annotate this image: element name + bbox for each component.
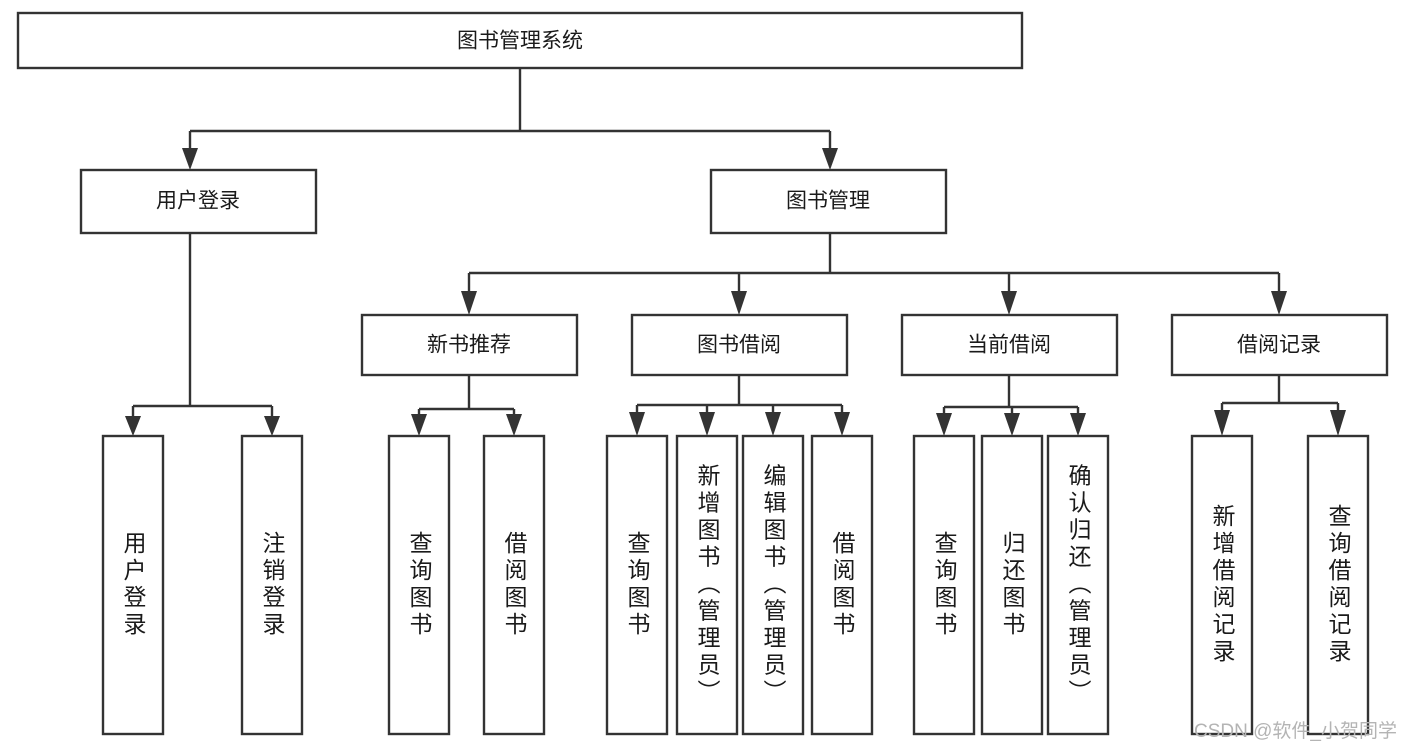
node-leaf-confirm-return-label: 确认归还（管理员） <box>1065 464 1092 707</box>
arrow-head-leaf-borrow-book-1 <box>506 414 522 436</box>
arrow-head-leaf-query-book-3 <box>936 413 952 436</box>
node-leaf-query-record-label: 查询借阅记录 <box>1325 504 1352 666</box>
edge-group-current-borrow <box>936 375 1086 436</box>
node-leaf-user-login[interactable]: 用户登录 <box>101 434 165 736</box>
arrow-head-book-borrow <box>731 291 747 315</box>
node-root[interactable]: 图书管理系统 <box>16 11 1024 70</box>
arrow-head-leaf-return-book <box>1004 413 1020 436</box>
node-leaf-add-book-box[interactable] <box>675 434 739 736</box>
node-leaf-user-login-label: 用户登录 <box>120 531 147 639</box>
arrow-head-new-book-recommend <box>461 291 477 315</box>
node-leaf-borrow-book-1[interactable]: 借阅图书 <box>482 434 546 736</box>
node-user-login-label: 用户登录 <box>156 190 240 213</box>
node-leaf-add-book-label: 新增图书（管理员） <box>694 464 721 707</box>
edge-group-new-book-recommend <box>411 375 522 436</box>
node-leaf-borrow-book-1-label: 借阅图书 <box>501 531 528 639</box>
node-leaf-query-book-1-label: 查询图书 <box>406 531 433 639</box>
arrow-head-leaf-query-record <box>1330 410 1346 436</box>
node-new-book-recommend-label: 新书推荐 <box>427 334 511 357</box>
edge-group-borrow-record <box>1214 375 1346 436</box>
edge-group-book-management <box>461 233 1287 315</box>
node-leaf-confirm-return-box[interactable] <box>1046 434 1110 736</box>
node-leaf-user-login-box[interactable] <box>101 434 165 736</box>
arrow-head-leaf-user-login <box>125 416 141 436</box>
node-leaf-edit-book-label: 编辑图书（管理员） <box>760 464 787 707</box>
node-book-borrow[interactable]: 图书借阅 <box>630 313 849 377</box>
node-book-borrow-box[interactable] <box>630 313 849 377</box>
arrow-head-borrow-record <box>1271 291 1287 315</box>
edge-group-root <box>182 68 838 170</box>
node-root-label: 图书管理系统 <box>457 30 583 53</box>
node-leaf-query-book-1-box[interactable] <box>387 434 451 736</box>
node-leaf-edit-book-box[interactable] <box>741 434 805 736</box>
node-book-management-box[interactable] <box>709 168 948 235</box>
arrow-head-leaf-logout <box>264 416 280 436</box>
node-leaf-return-book[interactable]: 归还图书 <box>980 434 1044 736</box>
node-new-book-recommend[interactable]: 新书推荐 <box>360 313 579 377</box>
node-borrow-record-box[interactable] <box>1170 313 1389 377</box>
node-user-login-box[interactable] <box>79 168 318 235</box>
node-leaf-add-record-box[interactable] <box>1190 434 1254 736</box>
node-book-management-label: 图书管理 <box>786 190 870 213</box>
node-leaf-query-book-2-label: 查询图书 <box>624 531 651 639</box>
node-leaf-add-book[interactable]: 新增图书（管理员） <box>675 434 739 736</box>
node-book-management[interactable]: 图书管理 <box>709 168 948 235</box>
node-leaf-add-record[interactable]: 新增借阅记录 <box>1190 434 1254 736</box>
arrow-head-user-login <box>182 148 198 170</box>
node-leaf-query-record-box[interactable] <box>1306 434 1370 736</box>
node-leaf-query-book-3-label: 查询图书 <box>931 531 958 639</box>
arrow-head-leaf-add-record <box>1214 410 1230 436</box>
node-current-borrow-box[interactable] <box>900 313 1119 377</box>
node-leaf-return-book-box[interactable] <box>980 434 1044 736</box>
node-leaf-query-book-2-box[interactable] <box>605 434 669 736</box>
node-leaf-borrow-book-1-box[interactable] <box>482 434 546 736</box>
node-leaf-logout-label: 注销登录 <box>259 531 286 639</box>
node-leaf-query-book-3-box[interactable] <box>912 434 976 736</box>
arrow-head-leaf-query-book-1 <box>411 414 427 436</box>
node-user-login[interactable]: 用户登录 <box>79 168 318 235</box>
arrow-head-leaf-add-book <box>699 412 715 436</box>
node-new-book-recommend-box[interactable] <box>360 313 579 377</box>
node-leaf-borrow-book-2[interactable]: 借阅图书 <box>810 434 874 736</box>
node-leaf-query-book-1[interactable]: 查询图书 <box>387 434 451 736</box>
arrow-head-leaf-query-book-2 <box>629 412 645 436</box>
node-borrow-record-label: 借阅记录 <box>1237 334 1321 357</box>
csdn-watermark: CSDN @软件_小贺同学 <box>1194 721 1397 742</box>
node-leaf-query-record[interactable]: 查询借阅记录 <box>1306 434 1370 736</box>
arrow-head-current-borrow <box>1001 291 1017 315</box>
arrow-head-leaf-confirm-return <box>1070 413 1086 436</box>
node-root-box[interactable] <box>16 11 1024 70</box>
node-leaf-query-book-2[interactable]: 查询图书 <box>605 434 669 736</box>
edge-group-user-login <box>125 233 280 436</box>
arrow-head-leaf-borrow-book-2 <box>834 412 850 436</box>
node-leaf-logout[interactable]: 注销登录 <box>240 434 304 736</box>
arrow-head-book-management <box>822 148 838 170</box>
node-borrow-record[interactable]: 借阅记录 <box>1170 313 1389 377</box>
node-current-borrow-label: 当前借阅 <box>967 334 1051 357</box>
node-leaf-edit-book[interactable]: 编辑图书（管理员） <box>741 434 805 736</box>
node-leaf-add-record-label: 新增借阅记录 <box>1209 504 1236 666</box>
node-leaf-query-book-3[interactable]: 查询图书 <box>912 434 976 736</box>
node-leaf-borrow-book-2-label: 借阅图书 <box>829 531 856 639</box>
node-current-borrow[interactable]: 当前借阅 <box>900 313 1119 377</box>
node-leaf-borrow-book-2-box[interactable] <box>810 434 874 736</box>
arrow-head-leaf-edit-book <box>765 412 781 436</box>
node-leaf-return-book-label: 归还图书 <box>999 531 1026 639</box>
edge-group-book-borrow <box>629 375 850 436</box>
node-leaf-logout-box[interactable] <box>240 434 304 736</box>
node-book-borrow-label: 图书借阅 <box>697 334 781 357</box>
node-leaf-confirm-return[interactable]: 确认归还（管理员） <box>1046 434 1110 736</box>
